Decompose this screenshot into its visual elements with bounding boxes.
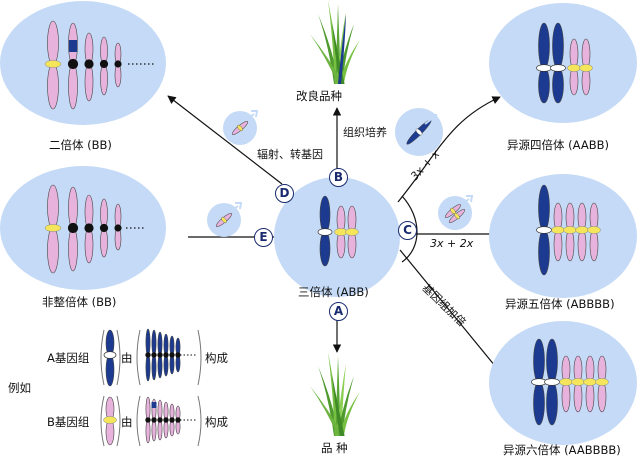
legend-b-chromosome [103,396,117,446]
connectors [167,95,501,373]
chromosome [334,205,348,259]
chromosome [84,194,94,264]
marker-a: A [329,302,348,321]
legend-a-genome-label: A基因组 [47,351,90,365]
gamete-b [406,114,438,145]
chromosome [563,202,577,262]
arrow-to-diploid [167,95,283,185]
diploid-label: 二倍体 (BB) [49,138,112,152]
tetraploid-label: 异源四倍体 (AABB) [507,138,609,152]
legend-a-mini-chromosome [163,333,169,377]
chromosome [345,205,359,259]
chromosome [114,42,122,88]
legend-b-mini-chromosome [169,403,175,437]
triploid-chromosomes [317,195,359,267]
chromosome-groups [44,20,609,426]
hexaploid-label: 异源六倍体 (AABBBB) [503,443,621,457]
genome-legend-figures [100,328,202,447]
gamete-d [231,110,259,135]
chromosome [67,186,79,272]
legend-a-mini-chromosome [145,328,151,382]
chromosome [84,32,94,102]
chromosome [575,202,589,262]
legend-a-mini-chromosome [151,329,157,381]
tetraploid-ellipse [489,3,637,123]
chromosome [44,184,62,274]
legend-a-mini-chromosome [157,331,163,379]
improved-variety-label: 改良品种 [296,89,342,103]
diploid-ellipse [0,1,166,125]
aneuploid-ellipse [0,166,166,290]
legend-b-mini-chromosome [163,401,169,439]
pentaploid-chromosomes [536,184,601,276]
grass-improved-variety [310,0,360,84]
chromosome [317,195,333,267]
chromosome [536,22,552,104]
gamete-e [215,202,243,227]
gamete-c [444,195,474,223]
legend-b-genome-label: B基因组 [47,415,90,429]
legend-a-chromosome [103,329,117,387]
chromosome [587,202,601,262]
chromosome [531,338,547,426]
legend-example-label: 例如 [8,381,31,395]
edge-label-b: 组织培养 [343,126,387,139]
pentaploid-label: 异源五倍体 (ABBBB) [505,297,615,311]
edge-label-d: 辐射、转基因 [257,148,323,161]
legend-b-composed: 构成 [205,415,228,429]
pentaploid-ellipse [489,174,637,298]
legend-b-mini-chromosome [175,405,181,435]
legend-a-composed: 构成 [205,351,228,365]
hexaploid-chromosomes [531,338,609,426]
legend-a-by: 由 [121,351,133,365]
edge-label-c-mid: 3x + 2x [430,237,474,250]
grass-illustrations [310,0,360,436]
arrow-to-hexaploid [399,249,501,373]
gamete-symbols [215,110,474,227]
chromosome [99,198,109,258]
legend-b-by: 由 [121,415,133,429]
chromosome [583,355,597,413]
chromosome [551,202,565,262]
triploid-ellipse [274,177,400,297]
chromosome [67,22,79,110]
c-bracket-arc [401,195,418,263]
marker-d: D [275,184,294,203]
chromosome [579,38,593,96]
tetraploid-chromosomes [536,22,593,104]
triploid-label: 三倍体 (ABB) [298,285,369,299]
chromosome [99,36,109,96]
marker-e: E [254,228,273,247]
marker-b: B [329,168,348,187]
chromosome [536,184,552,276]
aneuploid-chromosomes [44,184,146,274]
aneuploid-label: 非整倍体 (BB) [42,295,117,309]
grass-variety [310,352,360,436]
chromosome [114,203,122,251]
chromosome [544,338,560,426]
chromosome [567,38,581,96]
legend-a-mini-chromosome [175,337,181,373]
chromosome [571,355,585,413]
variety-label: 品 种 [321,441,348,455]
chromosome [44,20,62,110]
chromosome [559,355,573,413]
legend-b-mini-chromosome [145,396,151,444]
legend-b-mini-chromosome [157,399,163,441]
legend-a-mini-chromosome [169,335,175,375]
marker-c: C [398,221,417,240]
chromosome [550,22,566,104]
chromosome [595,355,609,413]
arrow-to-tetraploid [397,96,501,203]
diploid-chromosomes [44,20,156,110]
